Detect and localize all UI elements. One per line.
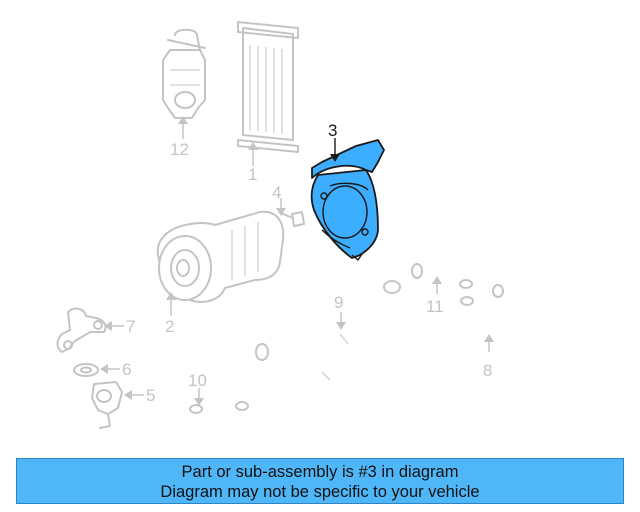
part-10-hose: [189, 401, 249, 440]
part-3-bracket: [310, 139, 385, 262]
parts-diagram: 12 1 4 2 3: [56, 21, 513, 440]
part-2-air-pump: [156, 210, 285, 303]
callout-7: 7: [126, 317, 135, 336]
part-11-hose: [411, 259, 473, 289]
banner-line-part: Part or sub-assembly is #3 in diagram: [181, 463, 459, 481]
callout-2: 2: [165, 317, 174, 336]
callout-6: 6: [122, 360, 131, 379]
callout-11: 11: [426, 297, 444, 316]
part-4-bolt: [282, 211, 305, 227]
callout-5: 5: [146, 386, 155, 405]
part-6-gasket: [73, 363, 99, 377]
part-12-valve: [162, 28, 206, 119]
callout-10: 10: [188, 371, 207, 390]
callout-4: 4: [272, 183, 281, 202]
part-8-hose: [460, 284, 513, 329]
callout-8: 8: [483, 361, 492, 380]
callout-3: 3: [328, 121, 337, 140]
part-7-bracket: [56, 307, 107, 353]
callout-9: 9: [334, 293, 343, 312]
callout-12: 12: [170, 140, 189, 159]
part-9-pipe: [255, 280, 401, 385]
part-5-check-valve: [91, 381, 123, 429]
info-banner: Part or sub-assembly is #3 in diagram Di…: [16, 458, 624, 504]
part-1-radiator: [237, 21, 299, 153]
callout-1: 1: [248, 165, 257, 184]
banner-line-disclaimer: Diagram may not be specific to your vehi…: [160, 483, 480, 501]
